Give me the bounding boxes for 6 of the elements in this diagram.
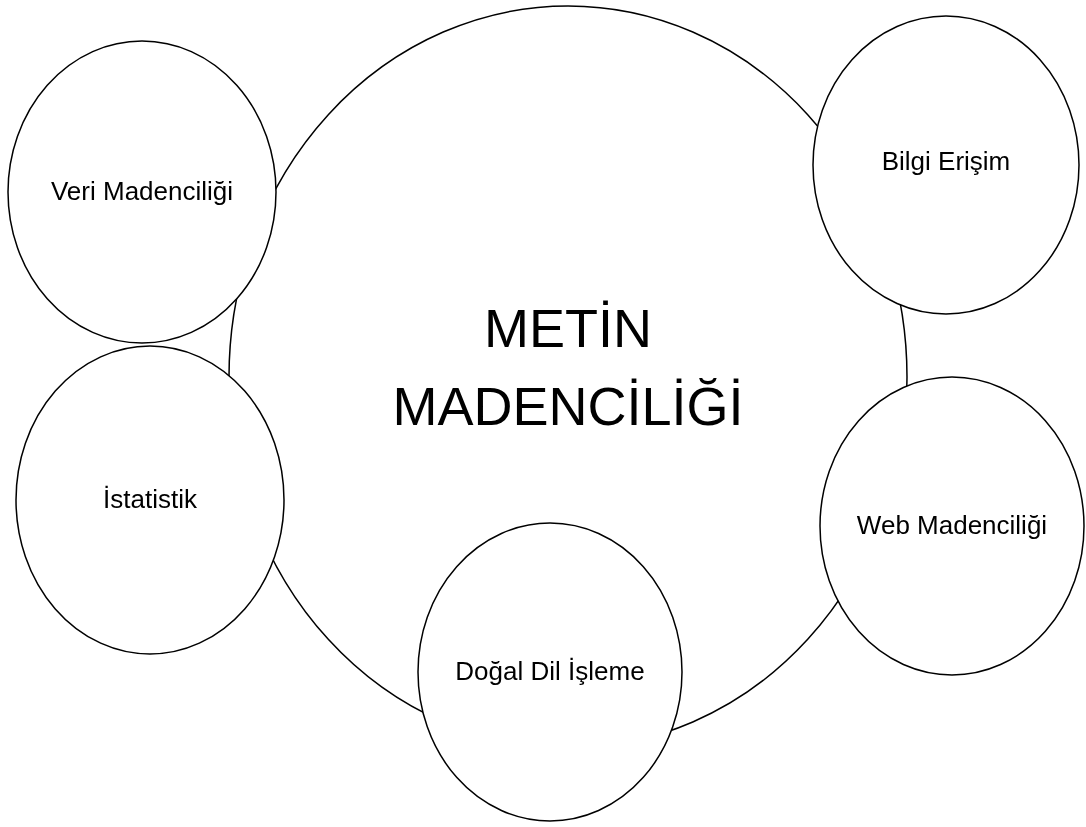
circle-label: Web Madenciliği xyxy=(855,509,1049,543)
circle-label: İstatistik xyxy=(102,483,198,517)
circle-label: Veri Madenciliği xyxy=(49,175,235,209)
title-label: METİN MADENCİLİĞİ xyxy=(391,296,745,438)
circle-label: Bilgi Erişim xyxy=(880,145,1012,179)
circle-label: Doğal Dil İşleme xyxy=(454,655,646,689)
